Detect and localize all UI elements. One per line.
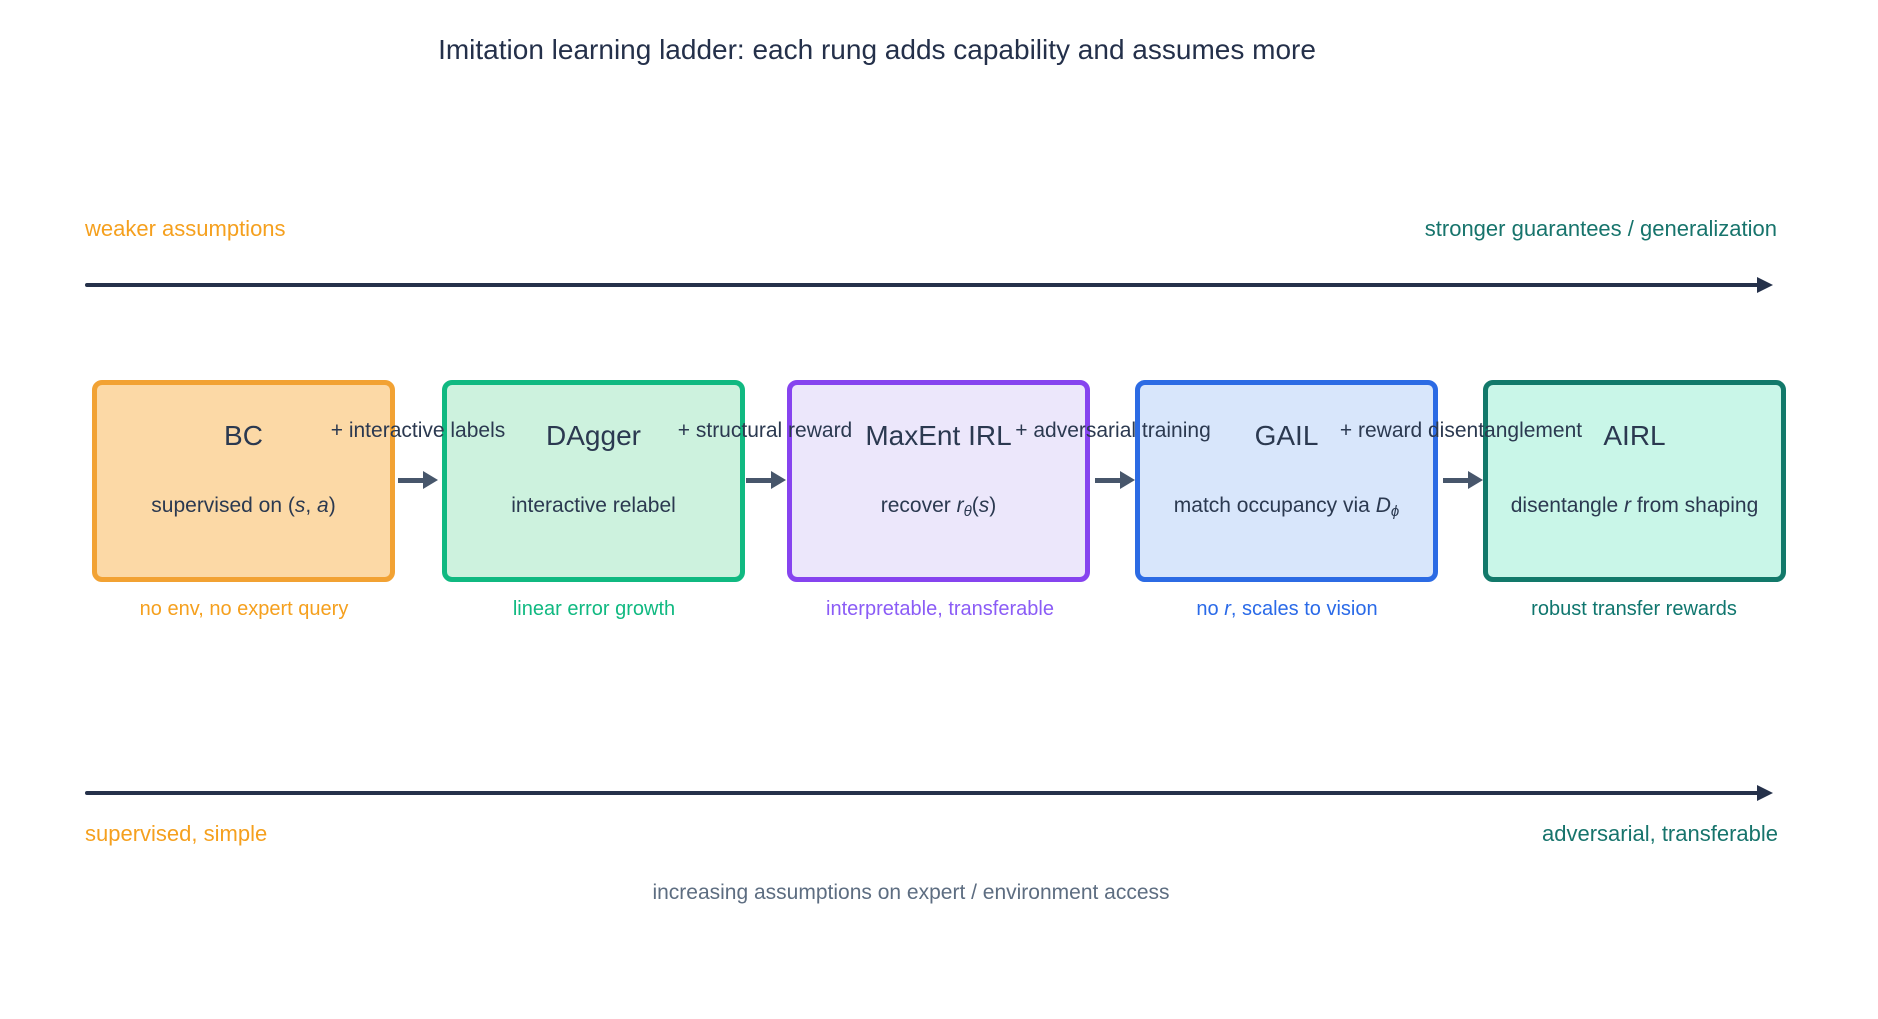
- top-axis-right-label: stronger guarantees / generalization: [1424, 216, 1777, 241]
- node-airl-subtitle: disentangle r from shaping: [1510, 494, 1759, 517]
- node-gail-subtitle: match occupancy via Dϕ: [1173, 494, 1400, 520]
- arrow-dagger-to-maxent-icon: [744, 471, 788, 489]
- arrow-gail-to-airl-icon: [1441, 471, 1485, 489]
- node-maxent-irl-subtitle: recover rθ(s): [880, 494, 997, 520]
- node-dagger-subtitle: interactive relabel: [511, 494, 676, 517]
- diagram-title: Imitation learning ladder: each rung add…: [438, 34, 1316, 65]
- node-bc: BC supervised on (s, a): [92, 380, 395, 582]
- node-gail-title: GAIL: [1254, 420, 1319, 451]
- bottom-axis-arrow-line: [85, 791, 1759, 795]
- top-axis-arrow-line: [85, 283, 1759, 287]
- arrow-bc-to-dagger-icon: [396, 471, 440, 489]
- node-airl-caption: robust transfer rewards: [1531, 598, 1737, 620]
- node-maxent-irl-caption: interpretable, transferable: [826, 598, 1054, 620]
- node-dagger-caption: linear error growth: [512, 598, 676, 620]
- node-bc-title: BC: [224, 420, 263, 451]
- edge-label-adversarial-training: + adversarial training: [1015, 419, 1211, 442]
- bottom-axis-right-label: adversarial, transferable: [1541, 821, 1778, 846]
- top-axis-arrowhead-icon: [1757, 277, 1773, 293]
- edge-label-structural-reward: + structural reward: [677, 419, 853, 442]
- node-airl-title: AIRL: [1603, 420, 1666, 451]
- node-gail-caption: no r, scales to vision: [1196, 598, 1378, 620]
- bottom-axis-left-label: supervised, simple: [85, 821, 268, 846]
- edge-label-reward-disentanglement: + reward disentanglement: [1339, 419, 1583, 442]
- node-bc-subtitle: supervised on (s, a): [151, 494, 336, 517]
- node-dagger-title: DAgger: [546, 420, 641, 451]
- bottom-axis-caption: increasing assumptions on expert / envir…: [652, 881, 1170, 904]
- arrow-maxent-to-gail-icon: [1093, 471, 1137, 489]
- node-maxent-irl-title: MaxEnt IRL: [865, 420, 1012, 451]
- bottom-axis-arrow: [85, 785, 1775, 801]
- node-maxent-irl: MaxEnt IRL recover rθ(s): [787, 380, 1090, 582]
- top-axis-left-label: weaker assumptions: [85, 216, 286, 241]
- node-airl: AIRL disentangle r from shaping: [1483, 380, 1786, 582]
- edge-label-interactive-labels: + interactive labels: [330, 419, 506, 442]
- node-dagger: DAgger interactive relabel: [442, 380, 745, 582]
- node-gail: GAIL match occupancy via Dϕ: [1135, 380, 1438, 582]
- top-axis-arrow: [85, 277, 1775, 293]
- node-bc-caption: no env, no expert query: [139, 598, 349, 620]
- bottom-axis-arrowhead-icon: [1757, 785, 1773, 801]
